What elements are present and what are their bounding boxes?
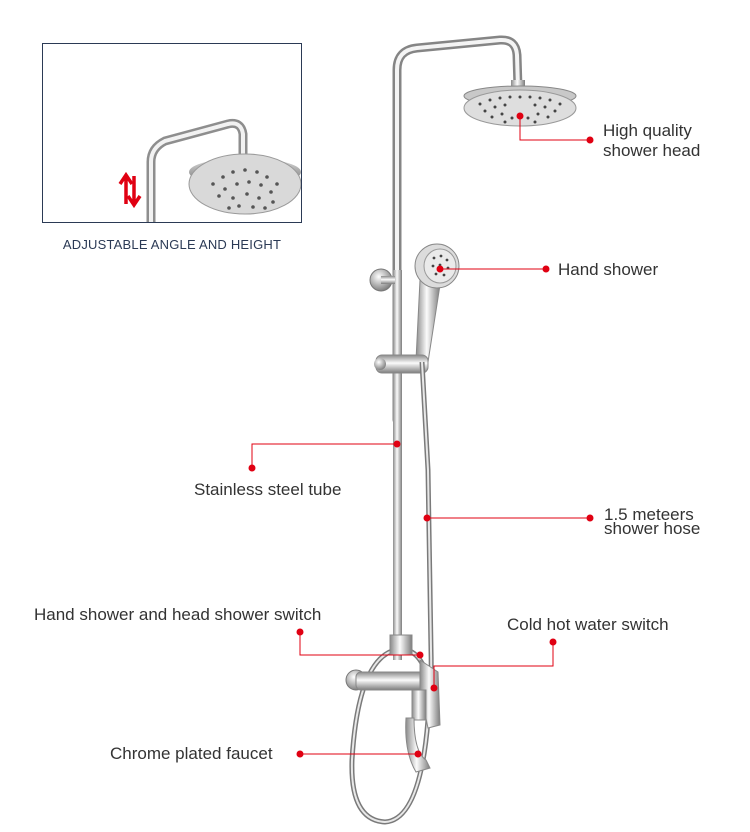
overhead-arm — [392, 35, 523, 425]
label-mixer-switch: Cold hot water switch — [507, 615, 669, 634]
head-shower — [463, 80, 577, 127]
inset-caption: ADJUSTABLE ANGLE AND HEIGHT — [62, 237, 282, 252]
callout-line-head-shower — [519, 118, 590, 141]
mixer-body — [345, 634, 441, 773]
label-hose-line1: 1.5 meteers — [604, 505, 694, 524]
label-faucet: Chrome plated faucet — [110, 744, 273, 763]
riser-tube — [393, 270, 402, 660]
label-head-shower-line2: shower head — [603, 141, 701, 160]
label-steel-tube: Stainless steel tube — [194, 480, 342, 499]
callout-line-steel-tube — [251, 443, 397, 468]
label-head-shower-line1: High quality — [603, 121, 692, 140]
slide-holder — [374, 354, 429, 374]
wall-bracket — [369, 268, 395, 292]
up-down-arrows-icon — [118, 171, 142, 209]
callout-line-mixer — [433, 642, 554, 688]
callout-line-diverter — [299, 632, 420, 656]
label-hose-line2: shower hose — [604, 519, 701, 538]
inset-shower-head-illustration — [118, 119, 301, 222]
hand-shower — [414, 243, 460, 363]
label-diverter-switch: Hand shower and head shower switch — [34, 605, 322, 624]
label-hand-shower: Hand shower — [558, 260, 659, 279]
callout-dots — [248, 112, 594, 758]
inset-detail-box — [42, 43, 302, 223]
callout-lines — [251, 118, 590, 755]
